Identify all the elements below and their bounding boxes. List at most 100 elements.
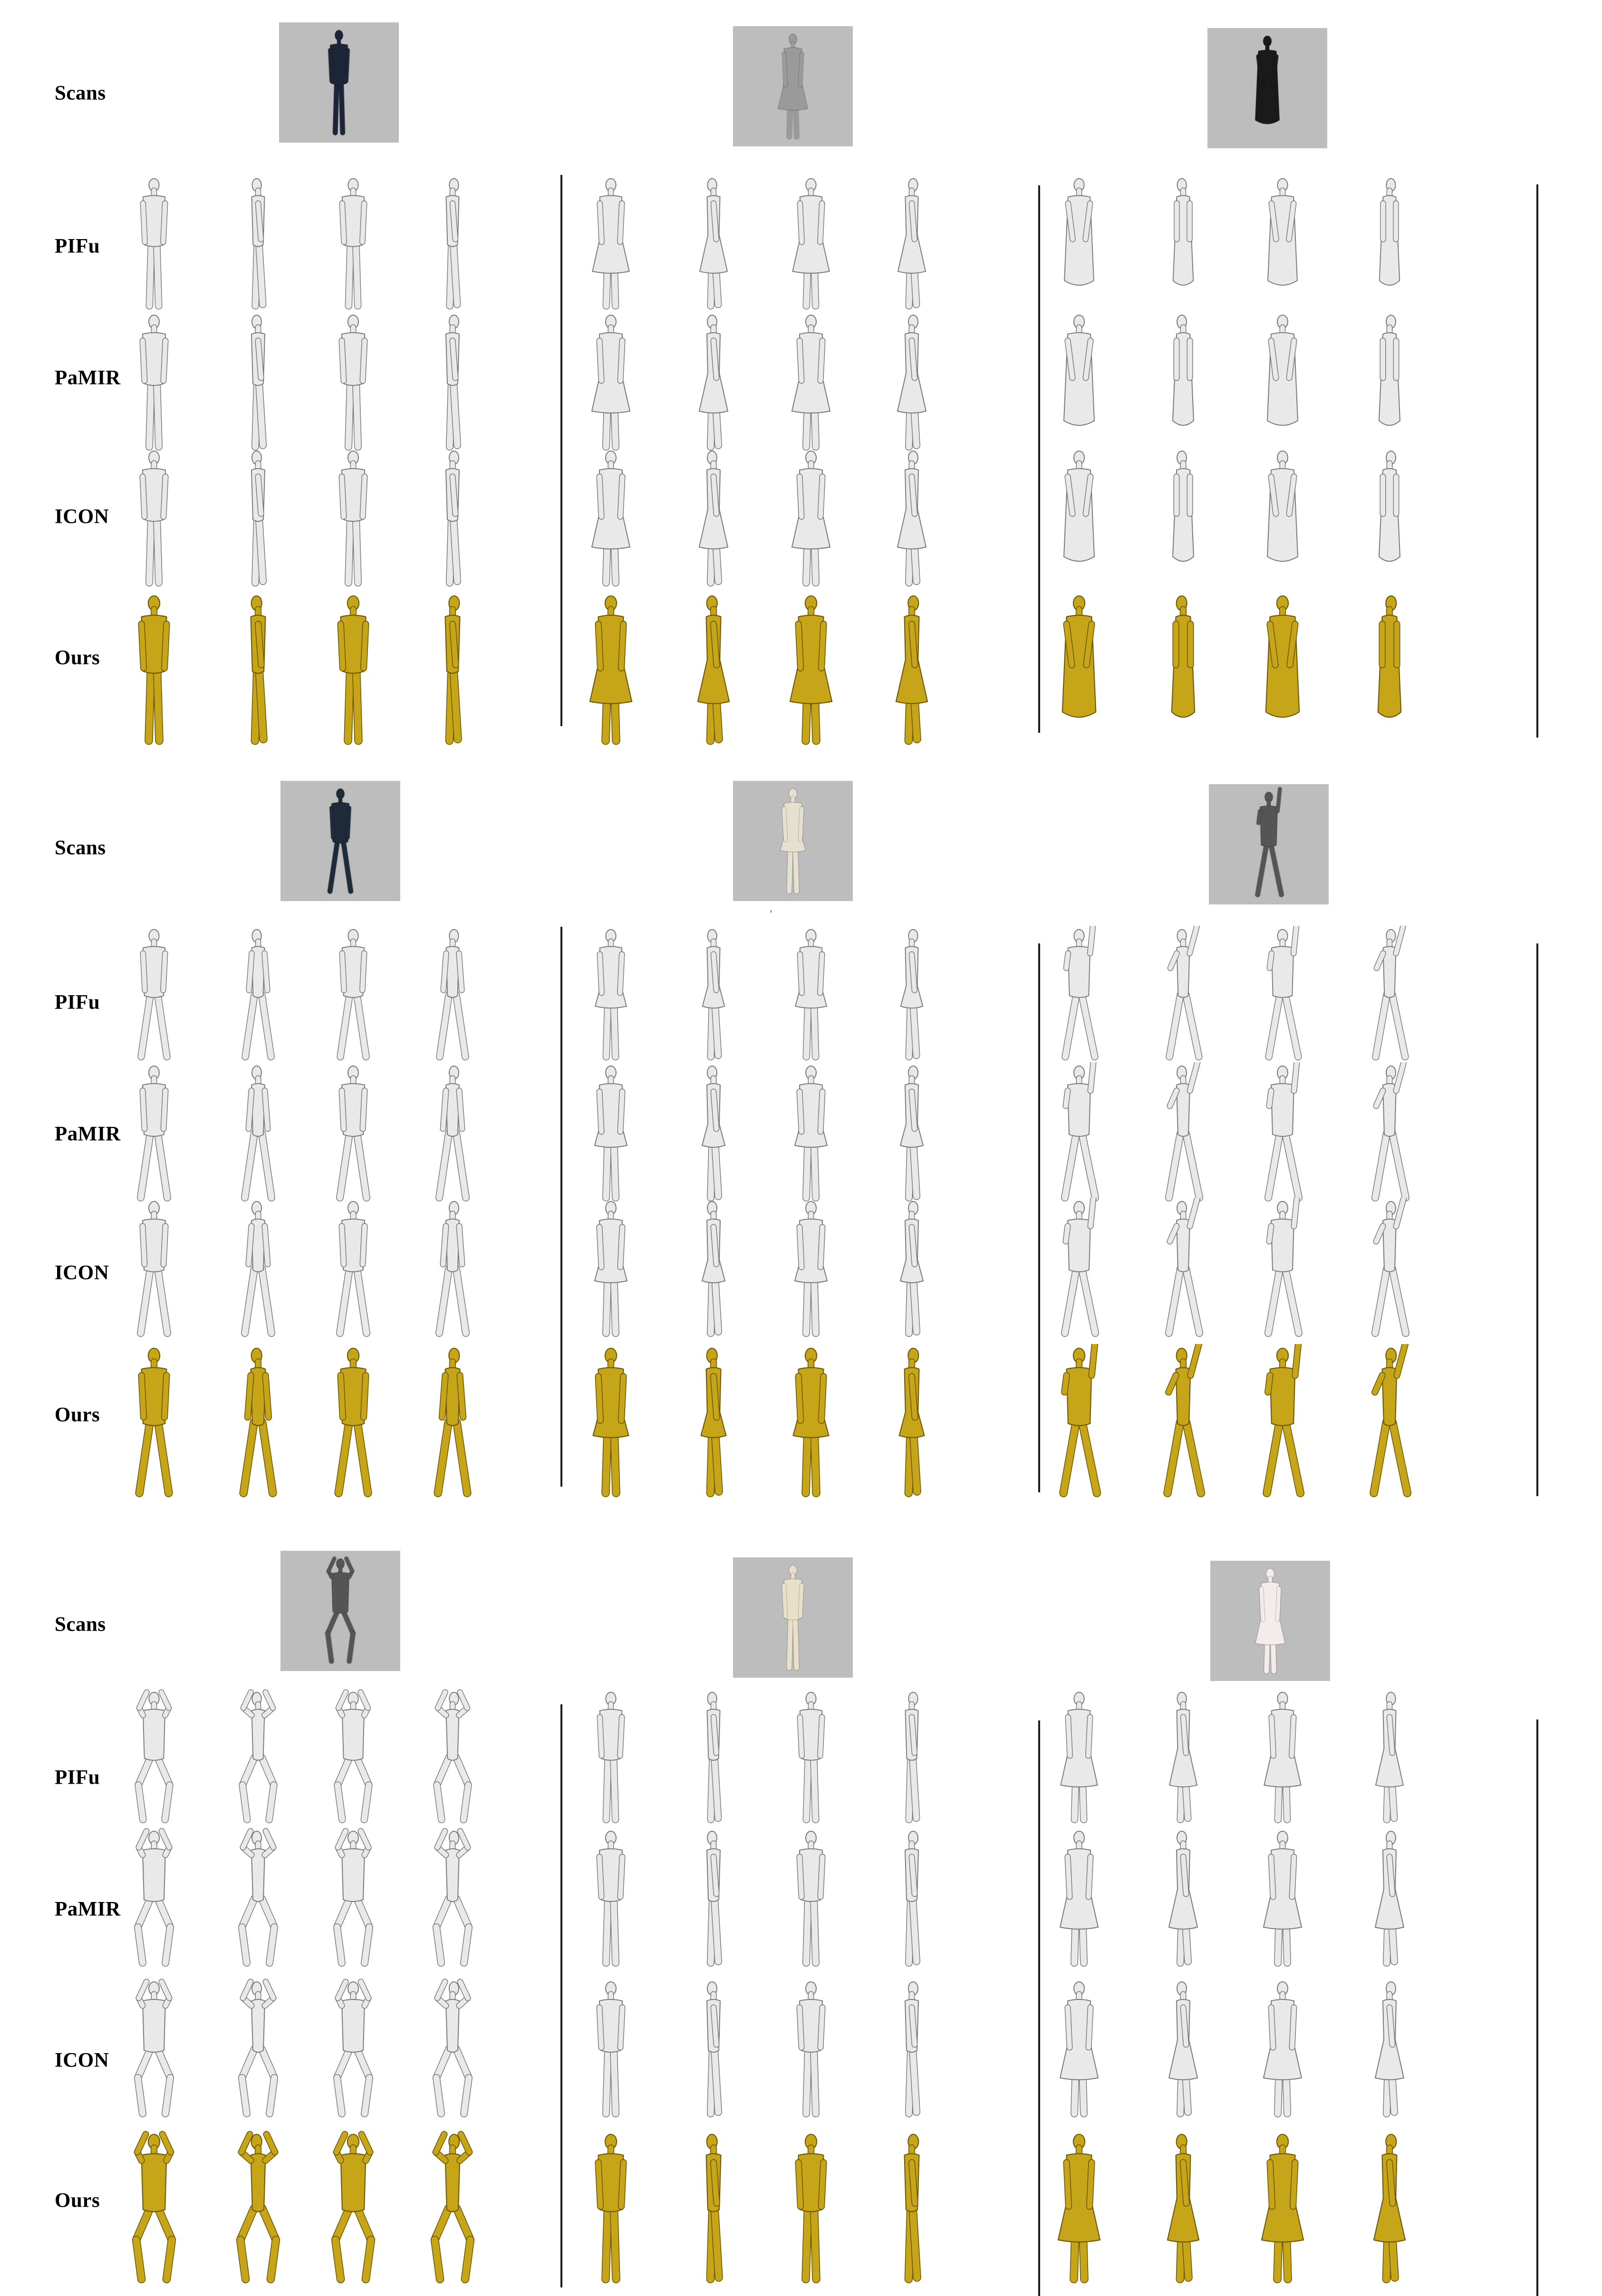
icon-mesh-back bbox=[318, 1198, 389, 1340]
icon-mesh-right-side bbox=[876, 1198, 947, 1340]
pifu-mesh-front bbox=[1043, 1689, 1115, 1826]
ours-mesh-back bbox=[318, 2130, 389, 2287]
row-label-icon: ICON bbox=[55, 2049, 109, 2072]
pamir-mesh-right-side bbox=[876, 1062, 947, 1205]
pamir-mesh-right-side bbox=[876, 1827, 947, 1970]
ours-mesh-back bbox=[1247, 592, 1318, 749]
pamir-mesh-right-side bbox=[417, 1827, 488, 1970]
icon-mesh-left-side bbox=[222, 1978, 294, 2121]
ours-mesh-left-side bbox=[678, 2130, 749, 2287]
scan-photo bbox=[280, 781, 400, 901]
pifu-mesh-right-side bbox=[417, 1689, 488, 1826]
pifu-mesh-front bbox=[1043, 175, 1115, 313]
column-separator bbox=[560, 175, 562, 726]
ours-mesh-back bbox=[775, 1344, 847, 1501]
scan-photo bbox=[733, 26, 853, 146]
row-label-pamir: PaMIR bbox=[55, 1123, 121, 1145]
pifu-mesh-left-side bbox=[678, 1689, 749, 1826]
row-label-icon: ICON bbox=[55, 1261, 109, 1284]
pifu-mesh-back bbox=[1247, 1689, 1318, 1826]
pifu-mesh-right-side bbox=[1354, 926, 1425, 1064]
icon-mesh-front bbox=[575, 1978, 647, 2121]
scan-photo bbox=[733, 781, 853, 901]
column-separator bbox=[1038, 1720, 1040, 2296]
row-label-scans: Scans bbox=[55, 82, 106, 105]
pamir-mesh-back bbox=[318, 1062, 389, 1205]
pamir-mesh-back bbox=[318, 1827, 389, 1970]
row-label-scans: Scans bbox=[55, 1613, 106, 1636]
pifu-mesh-left-side bbox=[678, 926, 749, 1064]
pifu-mesh-left-side bbox=[222, 926, 294, 1064]
pifu-mesh-front bbox=[118, 1689, 190, 1826]
pamir-mesh-front bbox=[575, 1062, 647, 1205]
pifu-mesh-back bbox=[318, 175, 389, 313]
ours-mesh-front bbox=[118, 1344, 190, 1501]
icon-mesh-left-side bbox=[1148, 447, 1219, 590]
icon-mesh-front bbox=[1043, 1978, 1115, 2121]
pifu-mesh-left-side bbox=[1148, 175, 1219, 313]
row-label-scans: Scans bbox=[55, 836, 106, 859]
icon-mesh-back bbox=[1247, 1978, 1318, 2121]
ours-mesh-right-side bbox=[417, 2130, 488, 2287]
ours-mesh-right-side bbox=[876, 2130, 947, 2287]
icon-mesh-back bbox=[318, 1978, 389, 2121]
ours-mesh-front bbox=[575, 2130, 647, 2287]
pifu-mesh-front bbox=[1043, 926, 1115, 1064]
ours-mesh-left-side bbox=[222, 592, 294, 749]
pifu-mesh-right-side bbox=[417, 175, 488, 313]
scan-photo bbox=[280, 1551, 400, 1671]
pifu-mesh-right-side bbox=[876, 1689, 947, 1826]
pamir-mesh-front bbox=[575, 311, 647, 454]
pamir-mesh-left-side bbox=[678, 1062, 749, 1205]
row-label-icon: ICON bbox=[55, 505, 109, 528]
ours-mesh-right-side bbox=[876, 1344, 947, 1501]
ours-mesh-front bbox=[1043, 592, 1115, 749]
pamir-mesh-back bbox=[775, 311, 847, 454]
ours-mesh-left-side bbox=[678, 1344, 749, 1501]
pamir-mesh-front bbox=[118, 311, 190, 454]
ours-mesh-back bbox=[775, 592, 847, 749]
pamir-mesh-back bbox=[775, 1827, 847, 1970]
pamir-mesh-back bbox=[1247, 1062, 1318, 1205]
ours-mesh-left-side bbox=[1148, 592, 1219, 749]
pamir-mesh-left-side bbox=[222, 1827, 294, 1970]
icon-mesh-back bbox=[318, 447, 389, 590]
pamir-mesh-right-side bbox=[1354, 1062, 1425, 1205]
icon-mesh-right-side bbox=[876, 447, 947, 590]
row-label-pifu: PIFu bbox=[55, 235, 100, 258]
ours-mesh-right-side bbox=[417, 592, 488, 749]
pamir-mesh-back bbox=[775, 1062, 847, 1205]
ours-mesh-left-side bbox=[222, 1344, 294, 1501]
pamir-mesh-front bbox=[1043, 1062, 1115, 1205]
ours-mesh-back bbox=[1247, 1344, 1318, 1501]
pifu-mesh-front bbox=[118, 926, 190, 1064]
icon-mesh-front bbox=[575, 1198, 647, 1340]
row-label-pamir: PaMIR bbox=[55, 366, 121, 389]
ours-mesh-right-side bbox=[1354, 2130, 1425, 2287]
icon-mesh-right-side bbox=[876, 1978, 947, 2121]
pamir-mesh-front bbox=[1043, 1827, 1115, 1970]
pamir-mesh-left-side bbox=[678, 311, 749, 454]
pifu-mesh-back bbox=[775, 1689, 847, 1826]
pamir-mesh-front bbox=[118, 1062, 190, 1205]
scan-photo bbox=[1209, 784, 1329, 904]
column-separator bbox=[560, 1704, 562, 2287]
ours-mesh-back bbox=[318, 592, 389, 749]
ours-mesh-front bbox=[1043, 1344, 1115, 1501]
column-separator bbox=[1038, 185, 1040, 733]
ours-mesh-back bbox=[1247, 2130, 1318, 2287]
scan-photo bbox=[1210, 1561, 1330, 1681]
pamir-mesh-front bbox=[118, 1827, 190, 1970]
ours-mesh-front bbox=[118, 2130, 190, 2287]
ours-mesh-right-side bbox=[417, 1344, 488, 1501]
column-separator bbox=[1536, 943, 1538, 1496]
icon-mesh-left-side bbox=[678, 447, 749, 590]
pifu-mesh-back bbox=[775, 175, 847, 313]
pamir-mesh-left-side bbox=[1148, 1062, 1219, 1205]
column-separator bbox=[1038, 943, 1040, 1492]
ours-mesh-left-side bbox=[1148, 2130, 1219, 2287]
pamir-mesh-right-side bbox=[1354, 311, 1425, 454]
ours-mesh-right-side bbox=[876, 592, 947, 749]
pifu-mesh-right-side bbox=[876, 175, 947, 313]
pamir-mesh-left-side bbox=[1148, 311, 1219, 454]
